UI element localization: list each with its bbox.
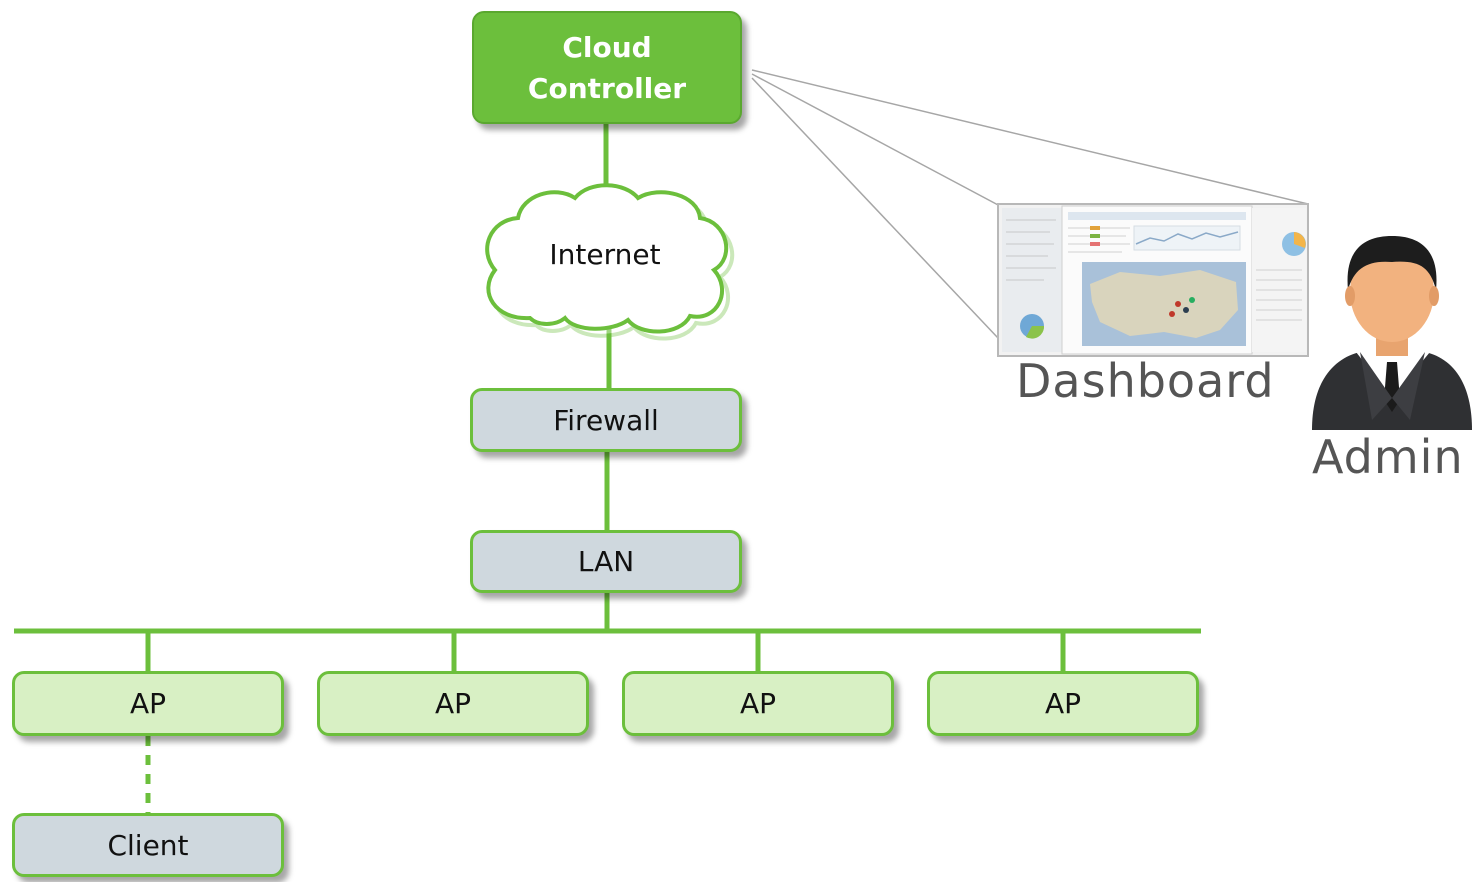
client-node: Client <box>12 813 284 877</box>
dashboard-screenshot <box>997 203 1309 357</box>
lan-node: LAN <box>470 530 742 593</box>
dashboard-label: Dashboard <box>1016 354 1275 408</box>
access-point-node-3: AP <box>622 671 894 736</box>
firewall-node: Firewall <box>470 388 742 452</box>
access-point-node-2: AP <box>317 671 589 736</box>
cloud-controller-node: Cloud Controller <box>472 11 742 124</box>
dashboard-projection-lines <box>751 69 1309 339</box>
admin-person-icon <box>1312 236 1472 430</box>
access-point-node-4: AP <box>927 671 1199 736</box>
access-point-node-1: AP <box>12 671 284 736</box>
internet-cloud-shape <box>485 183 735 341</box>
internet-node-label: Internet <box>549 237 661 271</box>
admin-label: Admin <box>1312 430 1464 484</box>
